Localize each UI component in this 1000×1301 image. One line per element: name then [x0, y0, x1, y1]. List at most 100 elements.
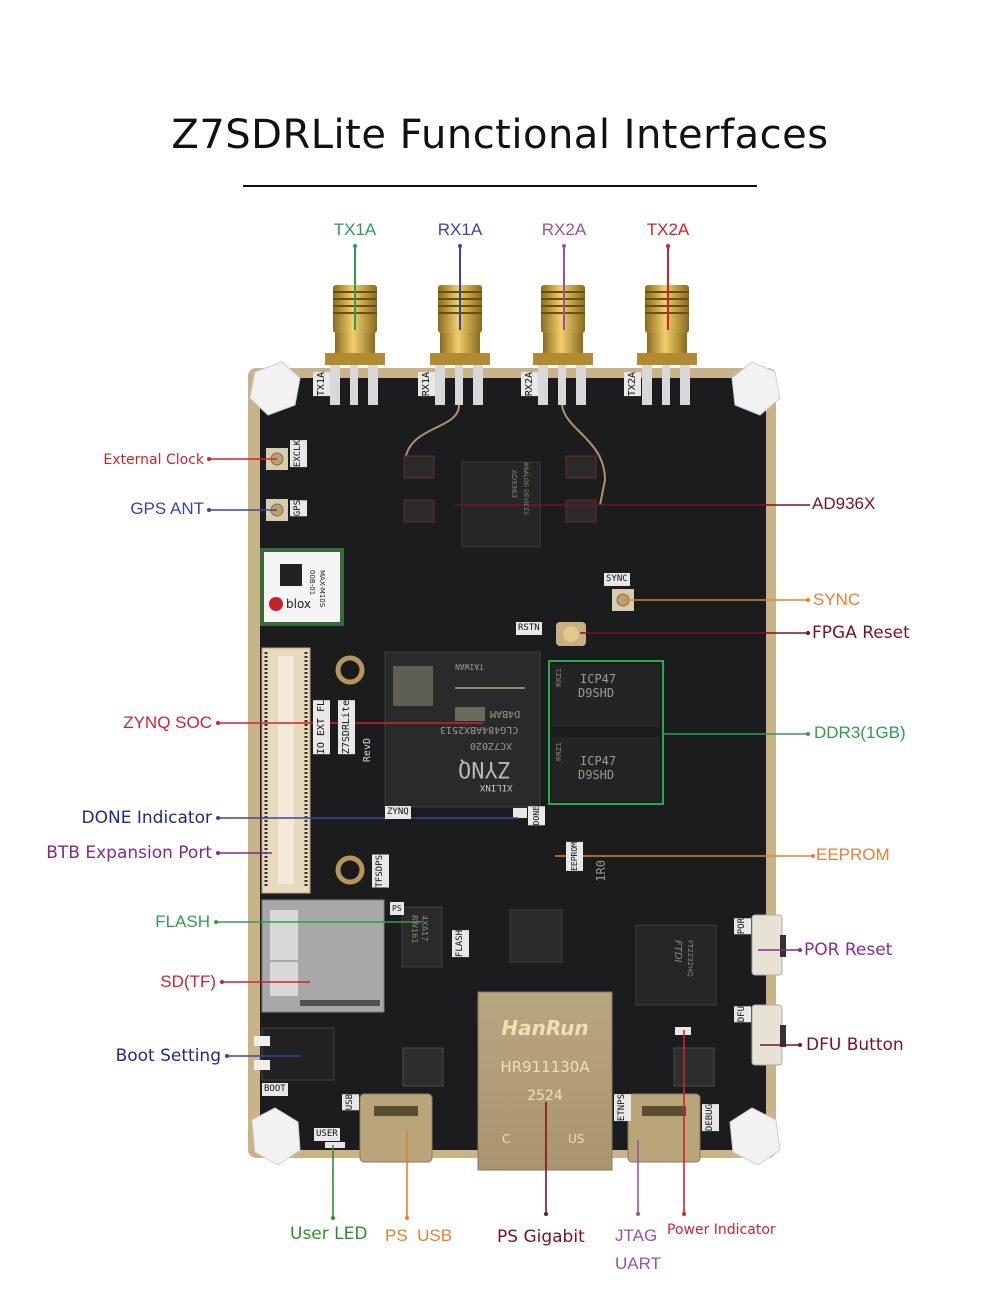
- usb-c-ps: [359, 1093, 433, 1163]
- page-title: Z7SDRLite Functional Interfaces: [171, 112, 829, 158]
- btb-connector: [261, 647, 311, 894]
- label-tx1a: TX1A: [333, 220, 377, 239]
- silk-rx2a: RX2A: [521, 372, 538, 397]
- label-power-indicator: Power Indicator: [667, 1222, 776, 1238]
- label-ad936x: AD936X: [812, 494, 876, 513]
- silk-board-name: Z7SDRLite: [338, 700, 355, 755]
- ddr-b-marking: RRZ1: [555, 742, 563, 761]
- gps-code: 00B-01: [308, 570, 316, 596]
- ftdi-part: FT2232HQ: [686, 940, 694, 977]
- silk-boot: BOOT: [262, 1083, 288, 1096]
- silk-usb: USB: [342, 1094, 359, 1111]
- label-rx1a: RX1A: [437, 220, 483, 239]
- ddr-a-marking: RRZ1: [555, 668, 563, 687]
- label-tx2a: TX2A: [646, 220, 690, 239]
- por-switch: [751, 914, 786, 976]
- sd-card-slot: [261, 899, 385, 1013]
- silk-rx1a: RX1A: [418, 372, 435, 397]
- gps-module: [260, 548, 344, 626]
- standoff-top-left: [249, 361, 301, 416]
- flash-line1: 4XA17: [420, 915, 429, 942]
- label-ps-gigabit: PS Gigabit: [497, 1227, 585, 1247]
- silk-done: DONE: [528, 806, 545, 826]
- silk-sync: SYNC: [604, 573, 630, 586]
- label-sd-tf: SD(TF): [160, 972, 216, 991]
- silk-tx1a: TX1A: [313, 372, 330, 397]
- ddr-b-line2: D9SHD: [578, 768, 615, 782]
- soc-package: CLG484ABX2513: [440, 724, 519, 735]
- silk-ps: PS: [390, 902, 404, 915]
- label-fpga-reset-b: Reset: [862, 623, 910, 643]
- soc-brand: XILINX: [480, 782, 513, 792]
- silk-flash: FLASH: [452, 930, 469, 958]
- ddr-a-line1: ICP47: [580, 672, 617, 686]
- label-fpga-reset-a: FPGA: [812, 623, 857, 643]
- silk-zynq: ZYNQ: [385, 806, 411, 819]
- gps-model: MAX-M10S: [318, 570, 326, 608]
- ddr-a-line2: D9SHD: [578, 686, 615, 700]
- label-zynq-soc: ZYNQ SOC: [123, 713, 212, 732]
- silk-exclk: EXCLK: [290, 440, 307, 468]
- callout-lines: [209, 246, 813, 1218]
- rf-chip-part: AD9363: [510, 470, 518, 498]
- soc-family: ZYNQ: [458, 756, 511, 781]
- silk-inductor: 1R0: [594, 860, 608, 882]
- ddr-b-line1: ICP47: [580, 754, 617, 768]
- rj45-brand: HanRun: [501, 1016, 589, 1040]
- label-done-indicator: DONE Indicator: [81, 808, 212, 828]
- usb-c-debug: [627, 1093, 701, 1163]
- user-led: [325, 1142, 345, 1148]
- title-underline: [243, 185, 757, 187]
- label-por-reset-a: POR: [804, 940, 840, 960]
- gps-brand: blox: [286, 597, 312, 611]
- label-uart: UART: [615, 1254, 661, 1273]
- rj45-connector: [477, 991, 613, 1171]
- silk-gps: GPS: [290, 500, 307, 517]
- rj45-cert-right: US: [568, 1132, 585, 1146]
- ddr3-chips: [548, 660, 664, 805]
- label-ps-usb: PS USB: [385, 1226, 453, 1245]
- silk-io-ext: IO EXT FL: [313, 700, 330, 755]
- label-rx2a: RX2A: [541, 220, 587, 239]
- label-dfu-button: DFU Button: [806, 1035, 904, 1055]
- boot-switch: [254, 1027, 335, 1081]
- silk-tx2a: TX2A: [624, 372, 641, 397]
- power-led: [675, 1027, 691, 1035]
- label-gps-ant: GPS ANT: [130, 499, 204, 518]
- label-external-clock: External Clock: [103, 452, 204, 468]
- label-flash: FLASH: [155, 912, 210, 931]
- rf-chip-brand: ANALOG DEVICES: [522, 462, 529, 516]
- silk-user: USER: [314, 1128, 340, 1141]
- label-jtag: JTAG: [615, 1226, 658, 1245]
- standoff-top-right: [731, 361, 781, 416]
- label-ddr3: DDR3(1GB): [814, 723, 906, 742]
- flash-chip: [401, 906, 443, 968]
- silk-debug: DEBUG: [702, 1104, 719, 1132]
- silk-rev: RevD: [362, 738, 373, 763]
- label-boot-setting: Boot Setting: [115, 1046, 221, 1066]
- done-led: [513, 808, 527, 818]
- silk-dfu: DFU: [734, 1006, 751, 1023]
- callout-dots: [207, 244, 815, 1220]
- label-fpga-reset: FPGA Reset: [812, 623, 910, 643]
- rj45-cert-left: C: [502, 1132, 511, 1146]
- dfu-switch: [751, 1004, 786, 1066]
- ftdi-brand: FTDI: [672, 940, 683, 963]
- silk-rstn: RSTN: [516, 622, 542, 635]
- label-por-reset-b: Reset: [844, 940, 893, 960]
- label-user-led: User LED: [290, 1224, 368, 1244]
- zynq-soc-chip: [384, 651, 541, 808]
- flash-line2: RW161: [410, 915, 419, 944]
- standoff-bottom-right: [729, 1107, 781, 1166]
- silk-eeprom: EEPROM: [566, 842, 583, 871]
- silk-tfsdps: TFSDPS: [372, 855, 389, 888]
- rj45-part: HR911130A: [500, 1058, 590, 1076]
- label-por-reset: POR Reset: [804, 940, 892, 960]
- label-sync: SYNC: [813, 590, 861, 609]
- fpga-reset-button-graphic: [556, 622, 586, 646]
- label-eeprom: EEPROM: [816, 845, 890, 864]
- silk-etnps: ETNPS: [614, 1094, 631, 1122]
- rj45-date: 2524: [527, 1088, 563, 1104]
- soc-part: XC7Z020: [470, 740, 513, 751]
